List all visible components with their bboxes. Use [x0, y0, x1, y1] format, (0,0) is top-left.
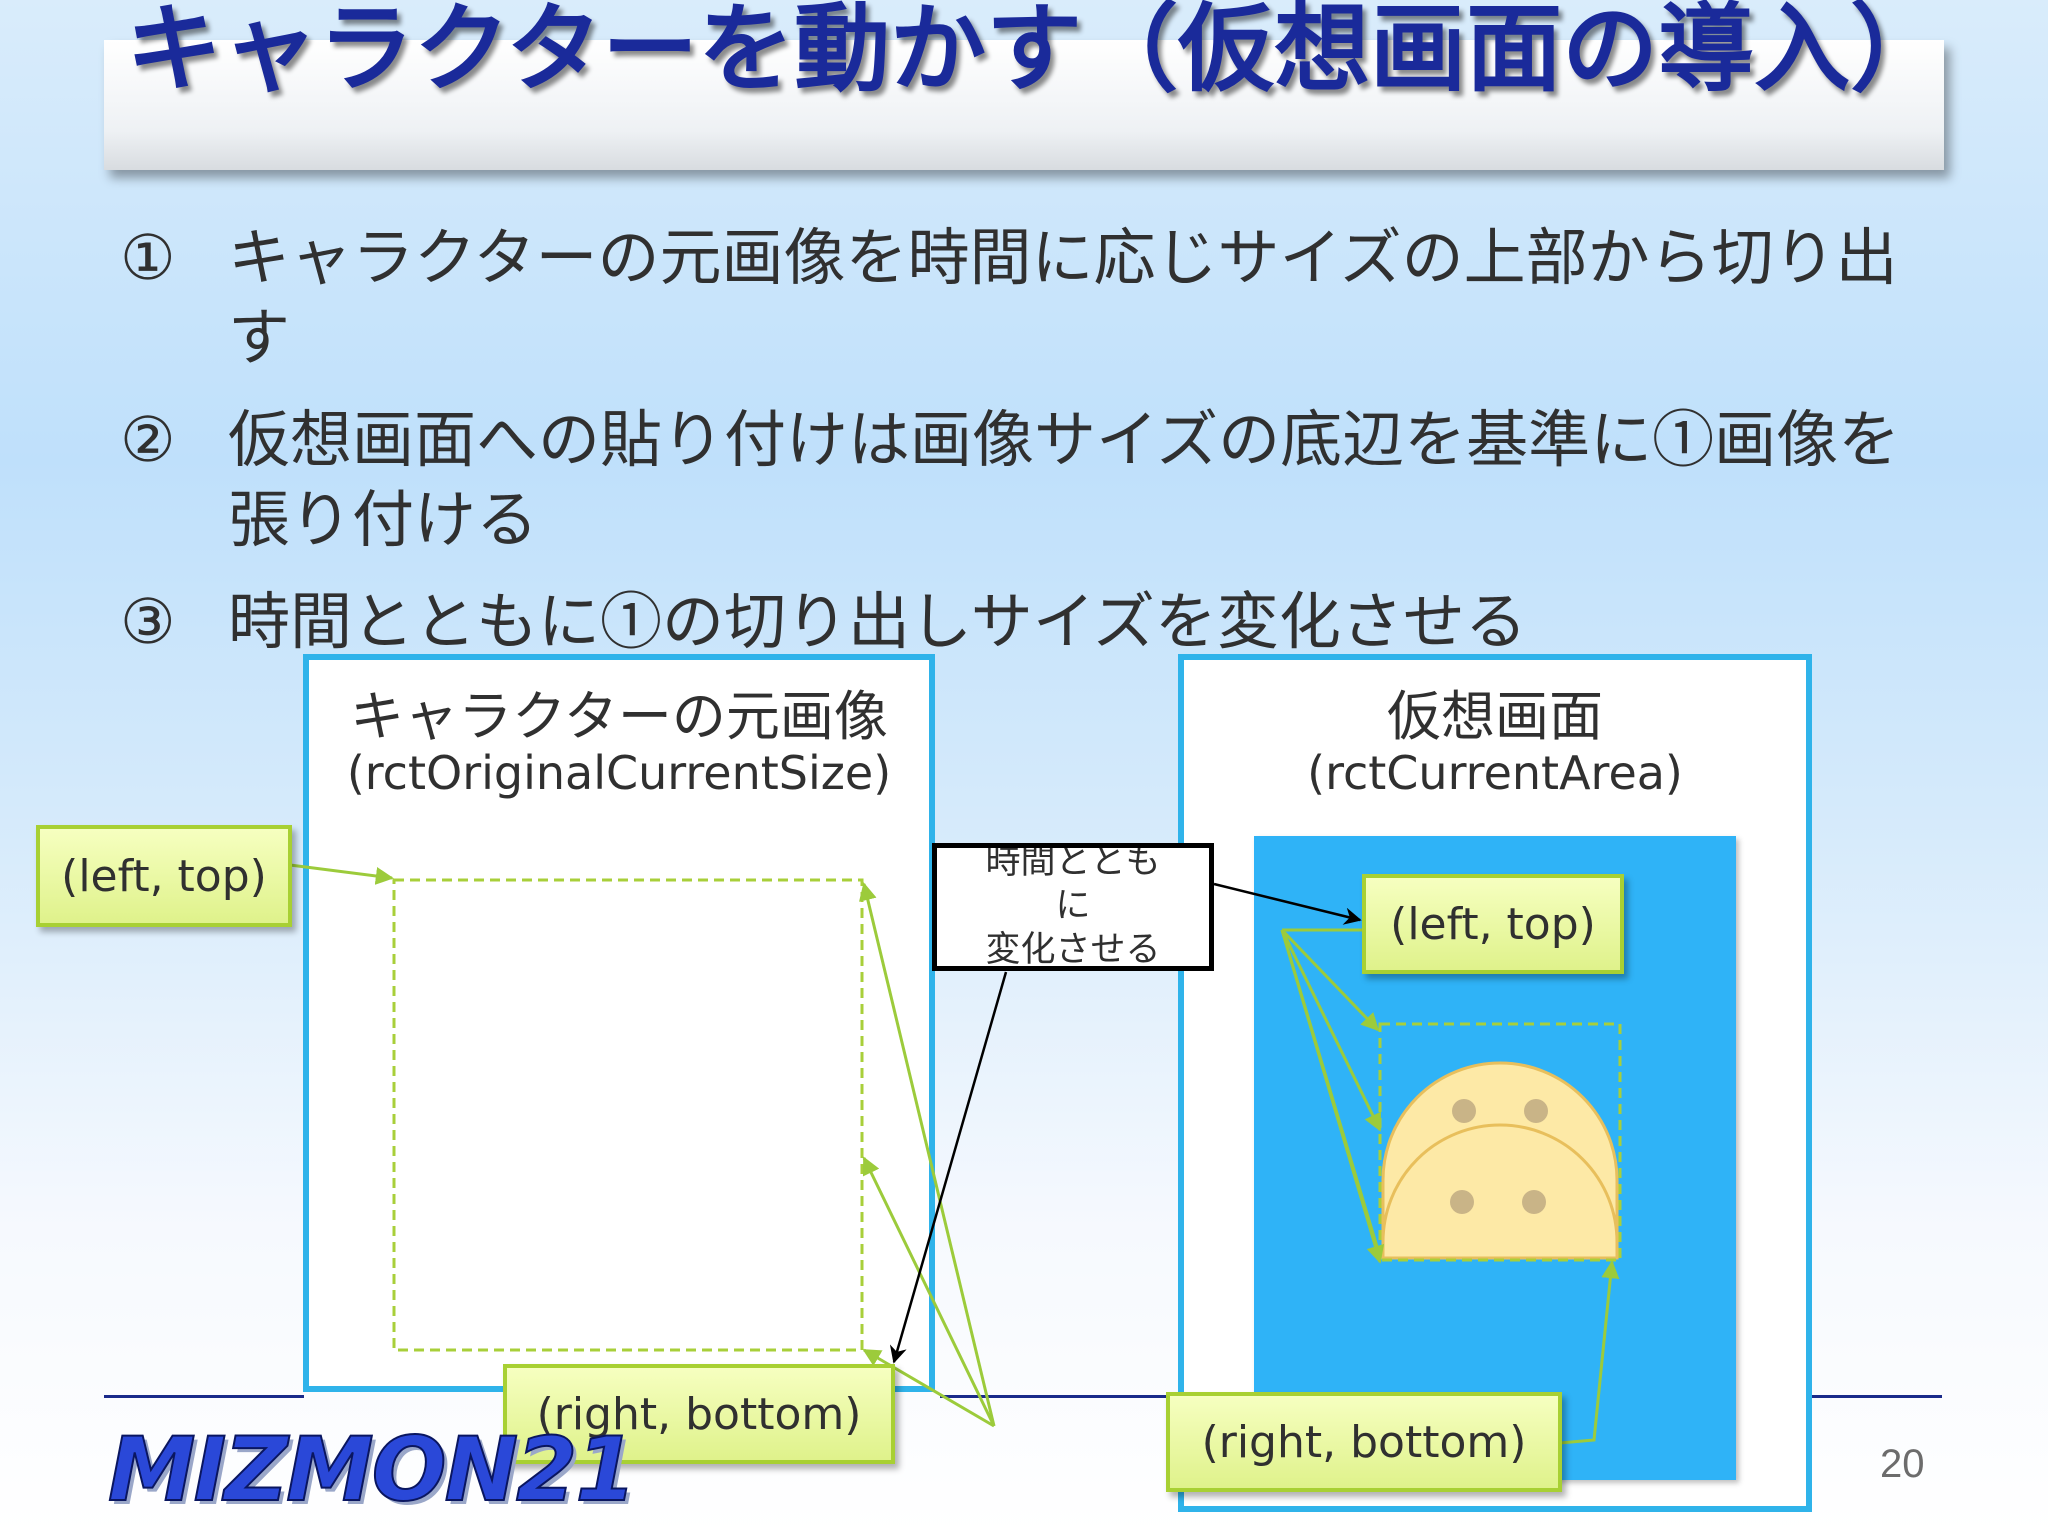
logo: MIZMON21 — [107, 1417, 638, 1522]
bullet-number: ② — [120, 403, 176, 476]
bullet-text: 時間とともに①の切り出しサイズを変化させる — [228, 585, 1527, 658]
bullet-number: ③ — [120, 585, 176, 658]
footer-rule-left — [104, 1395, 304, 1398]
bullet-item: ② 仮想画面への貼り付けは画像サイズの底辺を基準に①画像を張り付ける — [120, 400, 1920, 560]
virtual-screen-subtitle: (rctCurrentArea) — [1307, 746, 1683, 800]
bullet-number: ① — [120, 221, 176, 294]
original-image-title: キャラクターの元画像 — [350, 685, 888, 748]
bullet-item: ① キャラクターの元画像を時間に応じサイズの上部から切り出す — [120, 218, 1920, 378]
footer-rule-right — [1810, 1395, 1942, 1398]
callout-left-top-virtual: (left, top) — [1362, 874, 1624, 974]
change-note-text: 時間ととも に 変化させる — [985, 843, 1161, 970]
virtual-screen-title: 仮想画面 — [1387, 685, 1603, 748]
page-number: 20 — [1880, 1442, 1925, 1486]
original-image-subtitle: (rctOriginalCurrentSize) — [346, 746, 892, 800]
title-bar — [104, 40, 1944, 170]
change-note: 時間ととも に 変化させる — [932, 843, 1214, 971]
callout-right-bottom-virtual: (right, bottom) — [1166, 1392, 1562, 1492]
slide-title: キャラクターを動かす（仮想画面の導入） — [126, 0, 1947, 105]
bullet-text: 仮想画面への貼り付けは画像サイズの底辺を基準に①画像を張り付ける — [228, 403, 1901, 556]
footer-rule-middle — [940, 1395, 1172, 1398]
bullet-text: キャラクターの元画像を時間に応じサイズの上部から切り出す — [228, 221, 1898, 374]
bullet-item: ③ 時間とともに①の切り出しサイズを変化させる — [120, 582, 1920, 662]
callout-left-top-original: (left, top) — [36, 825, 292, 927]
original-image-box: キャラクターの元画像 (rctOriginalCurrentSize) — [303, 654, 935, 1392]
bullet-list: ① キャラクターの元画像を時間に応じサイズの上部から切り出す ② 仮想画面への貼… — [120, 218, 1920, 684]
callout-right-bottom-original: (right, bottom) — [503, 1364, 895, 1464]
